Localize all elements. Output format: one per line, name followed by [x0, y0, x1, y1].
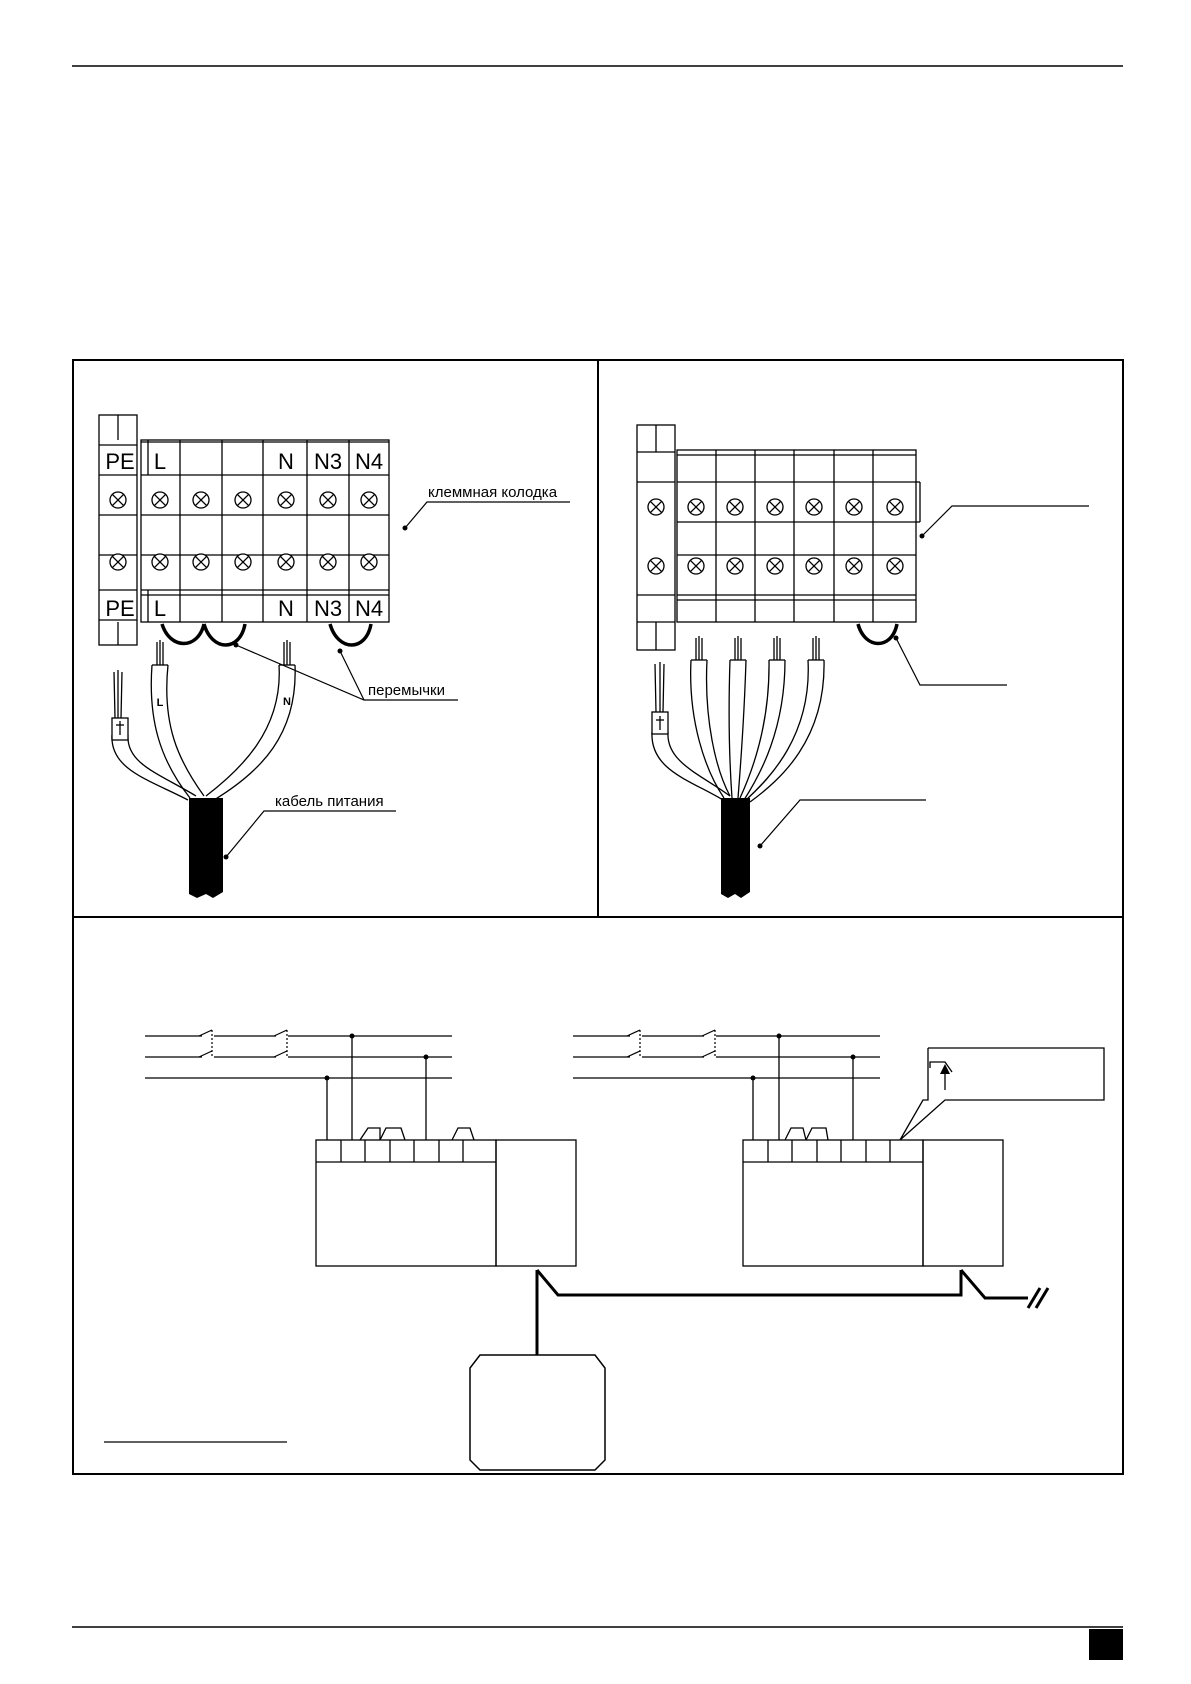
callout-dot [402, 525, 408, 531]
label-pe-bottom: PE [105, 596, 134, 621]
cable-sheath-2 [721, 798, 750, 898]
label-l-bottom: L [154, 596, 166, 621]
label-pe-top: PE [105, 449, 134, 474]
unit-right [742, 1036, 1004, 1267]
power-cable-2 [651, 636, 825, 803]
unit-left [315, 1036, 577, 1267]
label-n-top: N [278, 449, 294, 474]
controller-box [469, 1354, 606, 1471]
jumper-2 [856, 623, 899, 646]
figure-frame [72, 359, 1124, 1475]
terminal-block-2 [636, 424, 921, 651]
callout-dot [757, 843, 763, 849]
cable-sheath-1 [189, 798, 223, 898]
junction-dot [324, 1075, 330, 1081]
callout-dot [233, 642, 239, 648]
junction-dot [750, 1075, 756, 1081]
bus-lines-right [573, 1035, 880, 1079]
junction-dot [349, 1033, 355, 1039]
junction-dot [423, 1054, 429, 1060]
note-box [899, 1047, 1105, 1141]
screws-row-bottom-1 [109, 553, 378, 571]
power-cable-1 [111, 640, 296, 801]
callout-dot [223, 854, 229, 860]
label-n4-top: N4 [355, 449, 383, 474]
callout-power-cable: кабель питания [275, 793, 384, 810]
jumpers-1 [160, 623, 373, 647]
label-n3-bottom: N3 [314, 596, 342, 621]
junction-dot [850, 1054, 856, 1060]
terminal-labels-bottom: PE L N N3 N4 [105, 596, 383, 621]
page-number-box [1089, 1629, 1123, 1660]
screws-row-bottom-2 [647, 557, 904, 575]
label-n4-bottom: N4 [355, 596, 383, 621]
callout-dot [893, 635, 899, 641]
junction-dot [776, 1033, 782, 1039]
label-n3-top: N3 [314, 449, 342, 474]
callout-dot [337, 648, 343, 654]
callout-leaders-1 [225, 501, 570, 858]
callout-dot [919, 533, 925, 539]
switch-marks-left [198, 1029, 288, 1060]
wire-n-mark: N [283, 696, 291, 708]
callout-jumpers: перемычки [368, 682, 445, 699]
switch-marks-right [626, 1029, 716, 1060]
wire-l-mark: L [157, 697, 164, 709]
screws-row-top-1 [109, 491, 378, 509]
screws-row-top-2 [647, 498, 904, 516]
callout-terminal-block: клеммная колодка [428, 484, 558, 501]
label-n-bottom: N [278, 596, 294, 621]
callout-leaders-2 [759, 505, 1089, 847]
terminal-block-1 [98, 414, 390, 646]
bus-lines-left [145, 1035, 452, 1079]
arrow-up-icon [940, 1064, 950, 1074]
terminal-labels-top: PE L N N3 N4 [105, 449, 383, 474]
label-l-top: L [154, 449, 166, 474]
control-bus [535, 1269, 1050, 1355]
